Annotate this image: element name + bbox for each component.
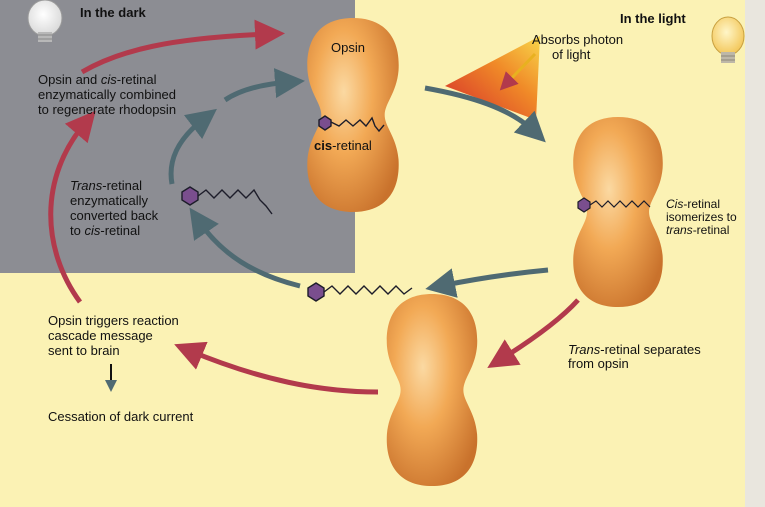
regenerate-arrow bbox=[80, 19, 285, 75]
converted-label-1-italic: Trans bbox=[70, 178, 103, 193]
isomerizes-label-1-rest: -retinal bbox=[683, 197, 721, 211]
converted-label-1: Trans-retinal bbox=[70, 178, 142, 193]
cis-prefix: cis bbox=[314, 138, 333, 153]
converted-label-4-rest: -retinal bbox=[100, 223, 141, 238]
isomerizes-label-3: trans-retinal bbox=[666, 224, 729, 237]
cessation-label: Cessation of dark current bbox=[48, 409, 194, 424]
cis-suffix: -retinal bbox=[332, 138, 372, 153]
absorbs-label-2: of light bbox=[552, 47, 591, 62]
dark-region-background bbox=[0, 0, 355, 273]
converted-label-1-rest: -retinal bbox=[102, 178, 143, 193]
lightbulb-icon-dark bbox=[27, 0, 63, 42]
opsin-label: Opsin bbox=[331, 40, 365, 55]
recombine-arrow bbox=[223, 68, 305, 103]
isomerizes-label-1-italic: Cis bbox=[666, 197, 684, 211]
return-arrow bbox=[48, 110, 96, 304]
dark-region-title: In the dark bbox=[80, 5, 146, 20]
triggers-label-3: sent to brain bbox=[48, 343, 120, 358]
release-arrow bbox=[425, 267, 549, 298]
triggers-label-1: Opsin triggers reaction bbox=[48, 313, 179, 328]
trans-retinal-molecule-free bbox=[307, 282, 413, 302]
light-region-title: In the light bbox=[620, 11, 686, 26]
separates-label-1-rest: -retinal separates bbox=[600, 342, 701, 357]
trigger-arrow bbox=[174, 341, 379, 395]
separate-arrow bbox=[487, 298, 580, 368]
cis-retinal-label: cis-retinal bbox=[314, 138, 372, 153]
isomerizes-label-3-rest: -retinal bbox=[692, 223, 730, 237]
combined-label-1-rest: -retinal bbox=[116, 72, 157, 87]
convert-back-arrow bbox=[189, 207, 301, 289]
photon-arrow bbox=[499, 52, 537, 91]
combined-label-1-start: Opsin and bbox=[38, 72, 101, 87]
separates-label-2: from opsin bbox=[568, 356, 629, 371]
isomerizes-label-1: Cis-retinal bbox=[666, 198, 720, 211]
converted-label-4-italic: cis bbox=[84, 223, 101, 238]
isomerizes-label-2: isomerizes to bbox=[666, 210, 737, 224]
isomerizes-label-3-italic: trans bbox=[666, 223, 693, 237]
photon-isomerize-arrow bbox=[424, 85, 546, 143]
converted-label-4-start: to bbox=[70, 223, 85, 238]
trans-retinal-molecule-isomerized bbox=[577, 197, 651, 213]
combined-label-1: Opsin and cis-retinal bbox=[38, 72, 157, 87]
cis-retinal-molecule bbox=[318, 115, 385, 133]
page-edge bbox=[745, 0, 765, 507]
separates-label-1: Trans-retinal separates bbox=[568, 342, 701, 357]
photon-beam-icon bbox=[445, 36, 540, 120]
combined-label-3: to regenerate rhodopsin bbox=[38, 102, 177, 117]
combined-label-1-italic: cis bbox=[100, 72, 117, 87]
converted-label-3: converted back bbox=[70, 208, 159, 223]
separates-label-1-italic: Trans bbox=[568, 342, 601, 357]
combined-label-2: enzymatically combined bbox=[38, 87, 177, 102]
cis-retinal-molecule-converted bbox=[181, 186, 273, 215]
absorbs-label-1: Absorbs photon bbox=[532, 32, 624, 47]
converted-label-4: to cis-retinal bbox=[70, 223, 140, 238]
converted-up-arrow bbox=[168, 108, 217, 185]
lightbulb-icon-light bbox=[711, 16, 745, 63]
triggers-label-2: cascade message bbox=[48, 328, 153, 343]
converted-label-2: enzymatically bbox=[70, 193, 149, 208]
